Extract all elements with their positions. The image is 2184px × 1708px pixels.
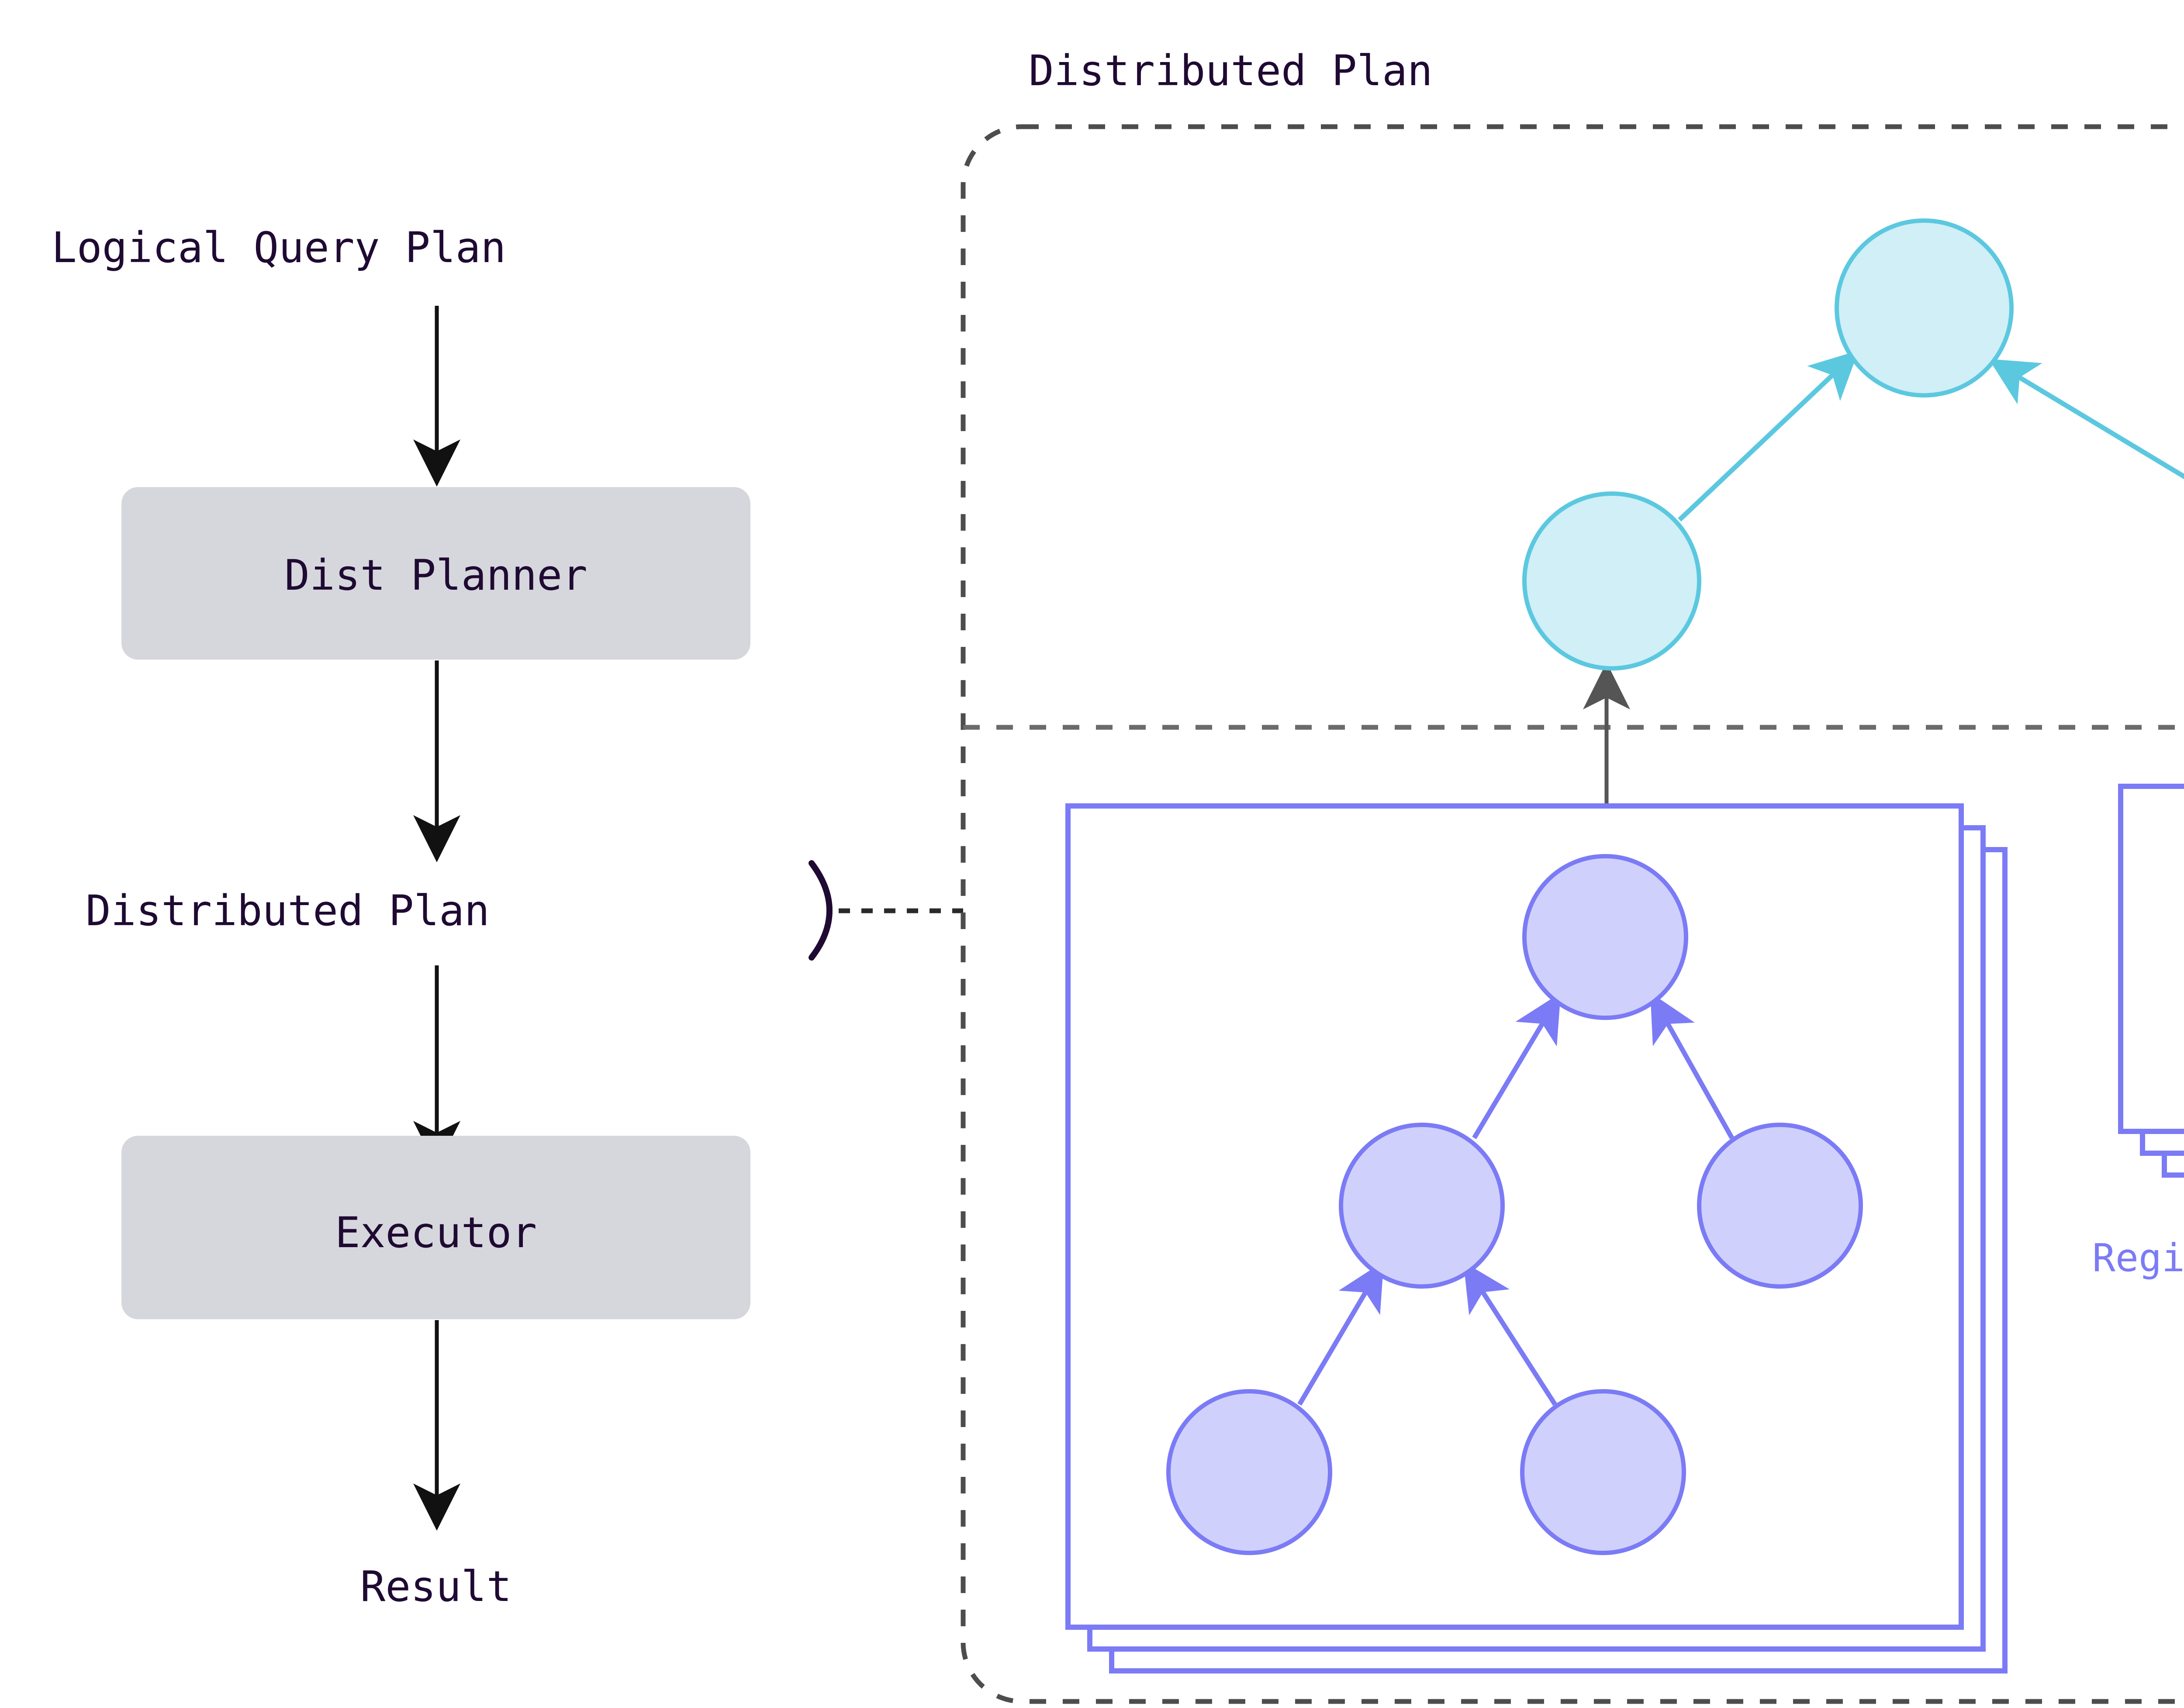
frontend-node-root[interactable] (1835, 218, 2014, 398)
region-right-layer-1[interactable] (2118, 784, 2184, 1134)
logical-query-plan-label: Logical Query Plan (52, 223, 506, 272)
distributed-plan-panel: Distributed Plan Frontend Stage Datanode… (961, 46, 2184, 1704)
datanode-left-node-leaf-2[interactable] (1520, 1389, 1686, 1555)
frontend-node-left[interactable] (1522, 491, 1701, 671)
distributed-plan-container (961, 124, 2184, 1704)
edge-d1-mid-to-root (1472, 992, 1561, 1139)
dist-planner-label: Dist Planner (284, 551, 587, 600)
dist-planner-box[interactable] (121, 487, 750, 660)
region-right-stack (2118, 784, 2184, 1178)
executor-label: Executor (335, 1208, 537, 1257)
datanode-left-node-sibling[interactable] (1697, 1123, 1863, 1289)
frontend-edge-right-to-root (1988, 359, 2184, 480)
plan-panel-title: Distributed Plan (1029, 46, 1433, 95)
result-label: Result (360, 1562, 512, 1611)
frontend-edges (1678, 350, 2184, 522)
left-pipeline: Logical Query Plan Dist Planner Distribu… (52, 223, 963, 1611)
datanode-left-node-root[interactable] (1522, 854, 1688, 1020)
edge-d1-alt-to-root (1650, 992, 1734, 1139)
frontend-edge-left-to-root (1678, 350, 1859, 522)
plan-brace-icon (809, 860, 833, 961)
region-left-edges (1297, 992, 1734, 1406)
region-left-nodes (1166, 854, 1863, 1555)
regions-label: Regions (2092, 1235, 2184, 1280)
distributed-plan-label: Distributed Plan (86, 886, 490, 935)
executor-box[interactable] (121, 1136, 750, 1319)
edge-d1-lf-to-mid (1297, 1261, 1384, 1406)
edge-d1-rf-to-mid (1463, 1262, 1557, 1406)
datanode-left-node-mid[interactable] (1339, 1123, 1505, 1289)
datanode-left-node-leaf-1[interactable] (1166, 1389, 1332, 1555)
frontend-nodes (1522, 218, 2014, 671)
